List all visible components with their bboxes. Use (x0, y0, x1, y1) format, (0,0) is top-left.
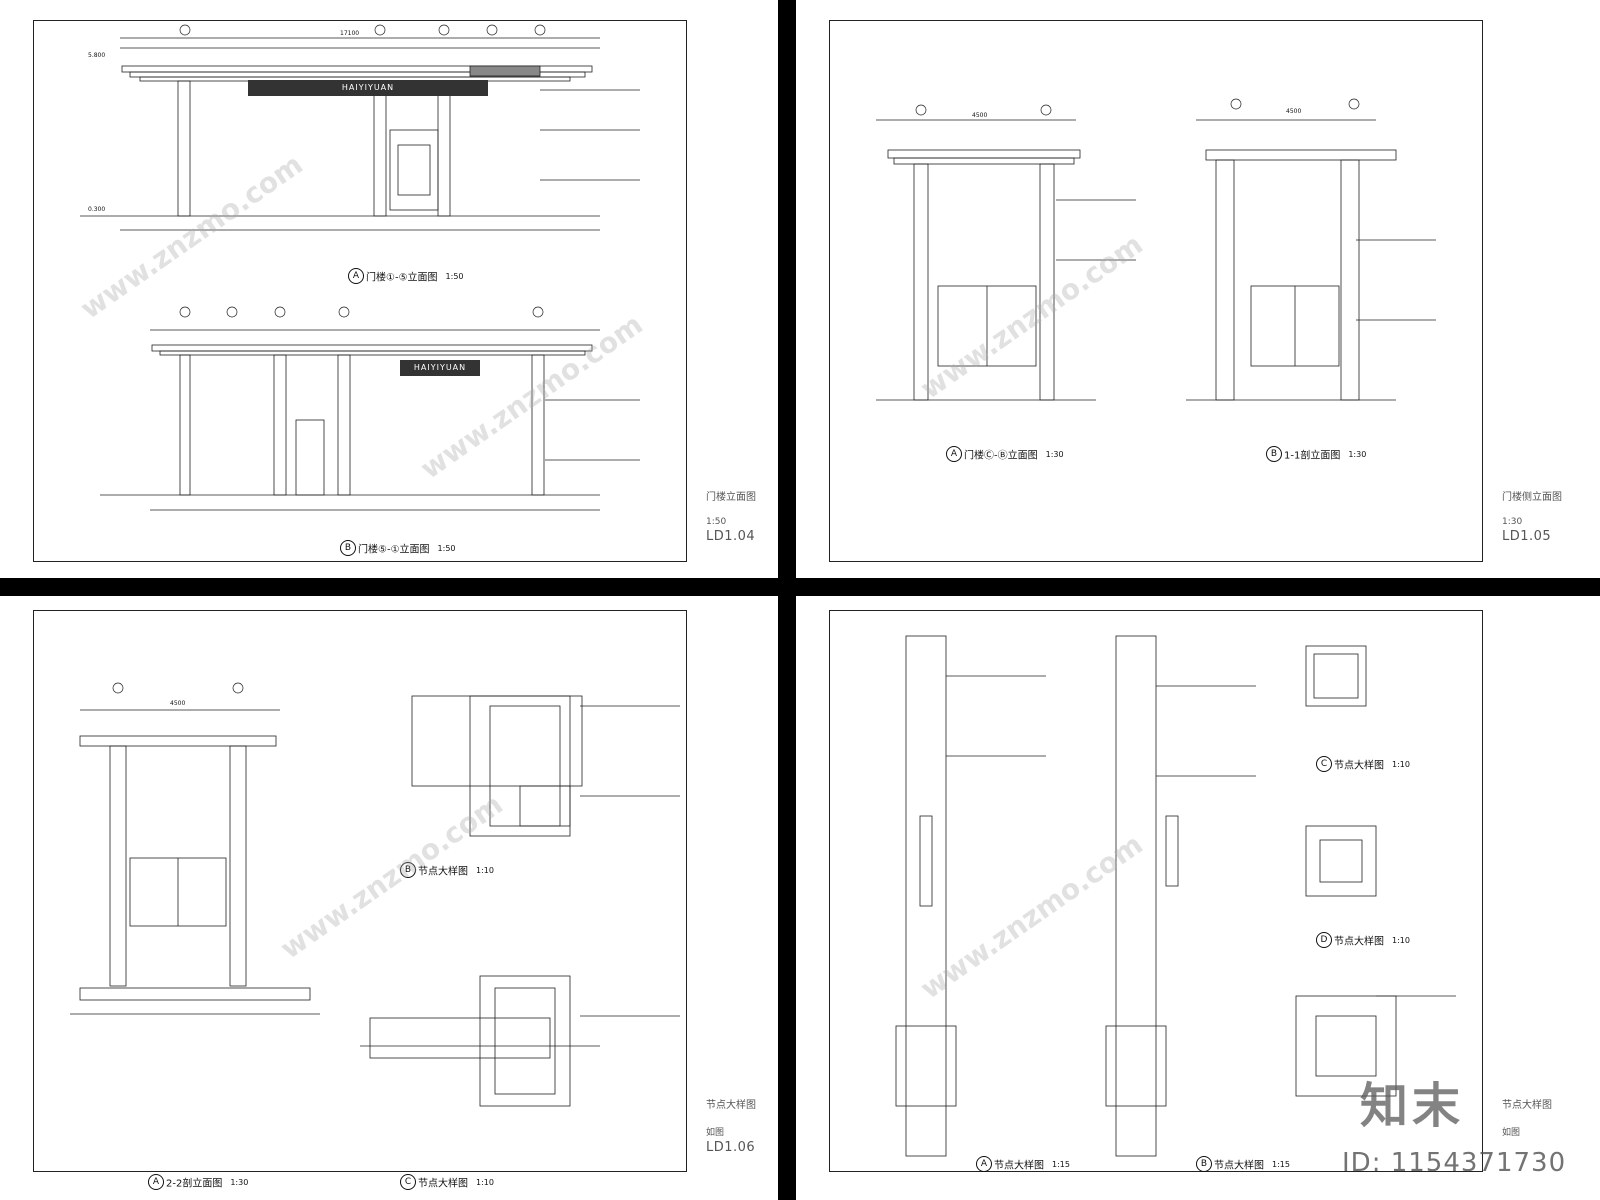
sheet-scale: 1:30 (1502, 517, 1523, 527)
sheet-scale: 1:50 (706, 517, 727, 527)
dim-elev-top: 5.800 (88, 52, 106, 59)
gate-sign-rear: HAIYIYUAN (400, 360, 480, 376)
sheet-number: LD1.06 (706, 1140, 756, 1155)
sheet-name: 门楼侧立面图 (1502, 492, 1562, 503)
sheet-scale: 如图 (706, 1128, 725, 1138)
dim-width: 4500 (972, 112, 988, 119)
brand-logo: 知末 (1360, 1078, 1465, 1134)
sheet-name: 节点大样图 (1502, 1100, 1552, 1111)
sheet-title-block: 门楼立面图 1:50 LD1.04 (706, 488, 756, 544)
sheet-scale: 如图 (1502, 1128, 1521, 1138)
sheet-frame (33, 20, 687, 562)
sheet-frame (829, 610, 1483, 1172)
sheet-name: 节点大样图 (706, 1100, 756, 1111)
node-detail-drawings (895, 635, 1456, 1157)
sheet-number: LD1.05 (1502, 529, 1552, 544)
sheet-title-block: 节点大样图 如图 LD1.06 (706, 1096, 756, 1155)
sheet-frame (33, 610, 687, 1172)
sheet-title-block: 门楼侧立面图 1:30 LD1.05 (1502, 488, 1562, 544)
dim-elev-base: 0.300 (88, 206, 106, 213)
dim-width-2: 4500 (1286, 108, 1302, 115)
sheet-frame (829, 20, 1483, 562)
asset-id: ID: 1154371730 (1342, 1148, 1567, 1178)
side-elevation-drawings (876, 98, 1436, 401)
dim-width: 4500 (170, 700, 186, 707)
dim-total: 17100 (340, 30, 360, 37)
gate-sign: HAIYIYUAN (248, 80, 488, 96)
sheet-title-block: 节点大样图 如图 (1502, 1096, 1552, 1138)
section-detail-drawings (70, 682, 680, 1107)
sheet-name: 门楼立面图 (706, 492, 756, 503)
sheet-number: LD1.04 (706, 529, 756, 544)
